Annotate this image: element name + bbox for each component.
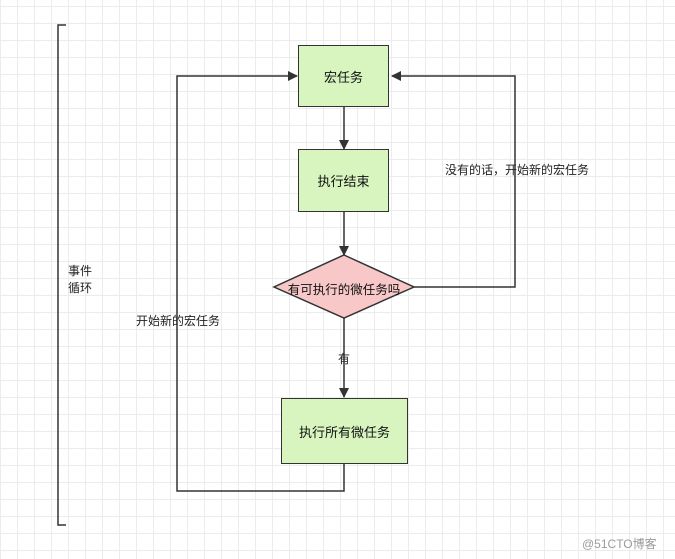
event-loop-label-line1: 事件 [68, 264, 93, 278]
event-loop-label-line2: 循环 [68, 281, 93, 295]
edge-no-label: 没有的话，开始新的宏任务 [445, 163, 590, 177]
decision-diamond [272, 254, 416, 319]
macro-task-node: 宏任务 [298, 45, 389, 107]
arrow-no-to-macro [391, 71, 516, 288]
exec-done-node: 执行结束 [298, 149, 389, 212]
arrow-micro-to-macro [176, 71, 345, 492]
exec-done-label: 执行结束 [317, 175, 370, 190]
event-loop-bracket [57, 24, 66, 526]
edge-yes-label: 有 [338, 352, 351, 366]
exec-micro-node: 执行所有微任务 [281, 398, 408, 464]
decision-label: 有可执行的微任务吗 [287, 282, 401, 297]
macro-task-label: 宏任务 [323, 70, 363, 86]
watermark: @51CTO博客 [582, 537, 657, 551]
exec-micro-label: 执行所有微任务 [298, 425, 390, 441]
edge-loop-label: 开始新的宏任务 [136, 314, 221, 328]
event-loop-label: 事件 循环 [68, 263, 92, 297]
